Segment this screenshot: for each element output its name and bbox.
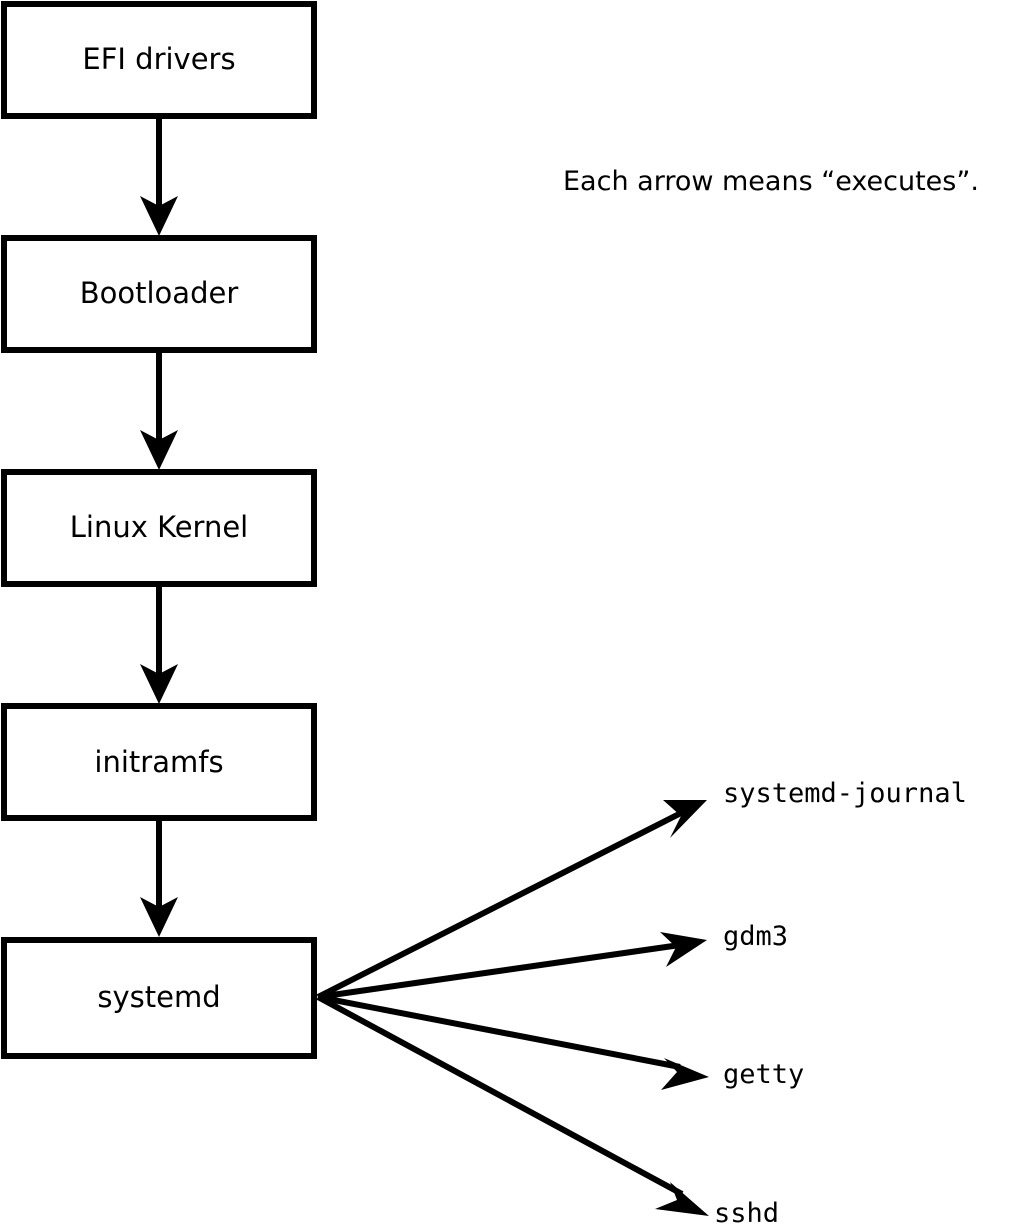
node-efi-drivers[interactable]: EFI drivers bbox=[1, 1, 317, 119]
fan-line-systemd-journal bbox=[316, 809, 685, 1000]
leaf-label-getty: getty bbox=[723, 1059, 804, 1090]
node-initramfs-label: initramfs bbox=[94, 745, 223, 779]
leaf-label-systemd-journal: systemd-journal bbox=[723, 778, 967, 809]
leaf-label-gdm3: gdm3 bbox=[723, 921, 788, 952]
node-systemd-box[interactable] bbox=[1, 937, 317, 1059]
arrow-head-3 bbox=[140, 664, 178, 704]
fan-line-gdm3 bbox=[317, 942, 681, 1000]
node-linux-kernel-box[interactable] bbox=[1, 469, 317, 587]
node-efi-drivers-label: EFI drivers bbox=[82, 42, 235, 76]
arrow-head-2 bbox=[140, 430, 178, 470]
node-bootloader-box[interactable] bbox=[1, 235, 317, 353]
node-systemd[interactable]: systemd bbox=[1, 937, 317, 1059]
edge-efi-drivers-to-bootloader bbox=[140, 117, 178, 236]
edge-systemd-to-systemd-journal bbox=[316, 800, 707, 1000]
node-initramfs[interactable]: initramfs bbox=[1, 703, 317, 821]
node-bootloader-label: Bootloader bbox=[80, 276, 239, 310]
arrow-head-1 bbox=[140, 196, 178, 236]
arrow-head-systemd-journal bbox=[663, 800, 707, 838]
leaf-label-sshd: sshd bbox=[714, 1198, 779, 1229]
edge-initramfs-to-systemd bbox=[140, 819, 178, 937]
diagram-caption: Each arrow means “executes”. bbox=[563, 166, 979, 197]
node-linux-kernel[interactable]: Linux Kernel bbox=[1, 469, 317, 587]
edge-systemd-to-getty bbox=[317, 994, 709, 1090]
node-initramfs-box[interactable] bbox=[1, 703, 317, 821]
node-linux-kernel-label: Linux Kernel bbox=[70, 510, 248, 544]
node-systemd-label: systemd bbox=[97, 980, 220, 1014]
fan-line-getty bbox=[317, 994, 681, 1070]
node-efi-drivers-box[interactable] bbox=[1, 1, 317, 119]
node-bootloader[interactable]: Bootloader bbox=[1, 235, 317, 353]
edge-linux-kernel-to-initramfs bbox=[140, 585, 178, 704]
edge-systemd-to-sshd bbox=[316, 994, 709, 1216]
edge-systemd-to-gdm3 bbox=[317, 932, 707, 1000]
arrow-head-4 bbox=[140, 897, 178, 937]
arrow-head-getty bbox=[661, 1058, 709, 1090]
arrow-head-gdm3 bbox=[660, 932, 707, 967]
edge-bootloader-to-linux-kernel bbox=[140, 351, 178, 470]
fan-line-sshd bbox=[316, 994, 684, 1197]
arrow-head-sshd bbox=[655, 1182, 709, 1216]
